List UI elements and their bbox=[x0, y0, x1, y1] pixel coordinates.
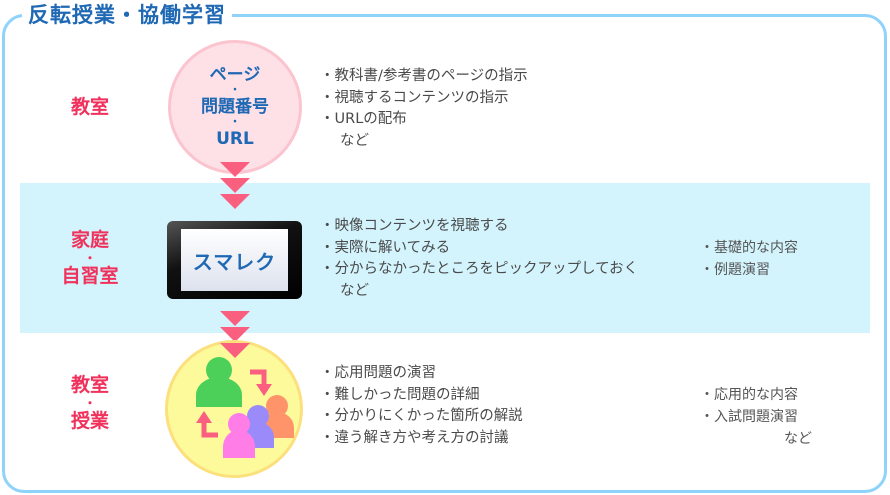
circle-text-url: URL bbox=[216, 129, 254, 149]
list-item: 実際に解いてみる bbox=[320, 238, 638, 260]
side-etc: など bbox=[784, 431, 812, 447]
turn-arrow-up-icon bbox=[196, 411, 218, 438]
down-arrow-icon bbox=[220, 162, 250, 177]
down-arrow-icon bbox=[220, 343, 250, 358]
tablet-screen: スマレク bbox=[181, 229, 288, 291]
turn-arrow-down-icon bbox=[250, 369, 272, 396]
row-label-dot: ・ bbox=[83, 251, 96, 265]
row1-list: 教科書/参考書のページの指示 視聴するコンテンツの指示 URLの配布 など bbox=[320, 66, 528, 152]
row-label-line1: 家庭 bbox=[70, 229, 109, 251]
list-item: 視聴するコンテンツの指示 bbox=[320, 88, 528, 110]
list-item: 映像コンテンツを視聴する bbox=[320, 216, 638, 238]
side-item: 基礎的な内容 bbox=[700, 237, 798, 259]
group-discussion-circle bbox=[165, 340, 303, 478]
page-problem-url-circle: ページ ・ 問題番号 ・ URL bbox=[168, 40, 302, 174]
list-etc: など bbox=[340, 132, 369, 149]
list-item: 難しかった問題の詳細 bbox=[320, 385, 523, 407]
circle-dot: ・ bbox=[230, 117, 240, 128]
down-arrow-icon bbox=[220, 194, 250, 209]
row-label-classroom-lesson: 教室 ・ 授業 bbox=[40, 374, 140, 432]
row3-side-list: 応用的な内容 入試問題演習 など bbox=[700, 384, 812, 450]
circle-text-page: ページ bbox=[209, 65, 261, 85]
down-arrow-icon bbox=[220, 311, 250, 326]
row-label-line1: 教室 bbox=[70, 374, 109, 396]
circle-text-problem-number: 問題番号 bbox=[201, 97, 269, 117]
down-arrow-icon bbox=[220, 327, 250, 342]
row-label-line1: 教室 bbox=[70, 96, 109, 118]
list-item: 分からなかったところをピックアップしておく bbox=[320, 259, 639, 281]
side-item: 入試問題演習 bbox=[700, 406, 812, 428]
row2-side-list: 基礎的な内容 例題演習 bbox=[700, 237, 798, 281]
row-label-line2: 自習室 bbox=[61, 265, 119, 287]
side-item: 例題演習 bbox=[700, 259, 798, 281]
row-label-classroom: 教室 bbox=[40, 96, 140, 118]
side-item: 応用的な内容 bbox=[700, 384, 812, 406]
list-item: 応用問題の演習 bbox=[320, 363, 523, 385]
row-label-home-study-room: 家庭 ・ 自習室 bbox=[40, 229, 140, 287]
row3-list: 応用問題の演習 難しかった問題の詳細 分かりにくかった箇所の解説 違う解き方や考… bbox=[320, 363, 523, 449]
list-etc: など bbox=[340, 282, 369, 299]
tablet-icon: スマレク bbox=[167, 221, 302, 299]
row-label-dot: ・ bbox=[83, 396, 96, 410]
circle-dot: ・ bbox=[230, 85, 240, 96]
diagram-title: 反転授業・協働学習 bbox=[22, 0, 232, 30]
list-item: 違う解き方や考え方の討議 bbox=[320, 428, 523, 450]
row-label-line2: 授業 bbox=[70, 410, 109, 432]
list-item: 分かりにくかった箇所の解説 bbox=[320, 406, 523, 428]
list-item: URLの配布 bbox=[320, 109, 528, 131]
row2-list: 映像コンテンツを視聴する 実際に解いてみる 分からなかったところをピックアップし… bbox=[320, 216, 639, 302]
down-arrow-icon bbox=[220, 178, 250, 193]
list-item: 教科書/参考書のページの指示 bbox=[320, 66, 528, 88]
